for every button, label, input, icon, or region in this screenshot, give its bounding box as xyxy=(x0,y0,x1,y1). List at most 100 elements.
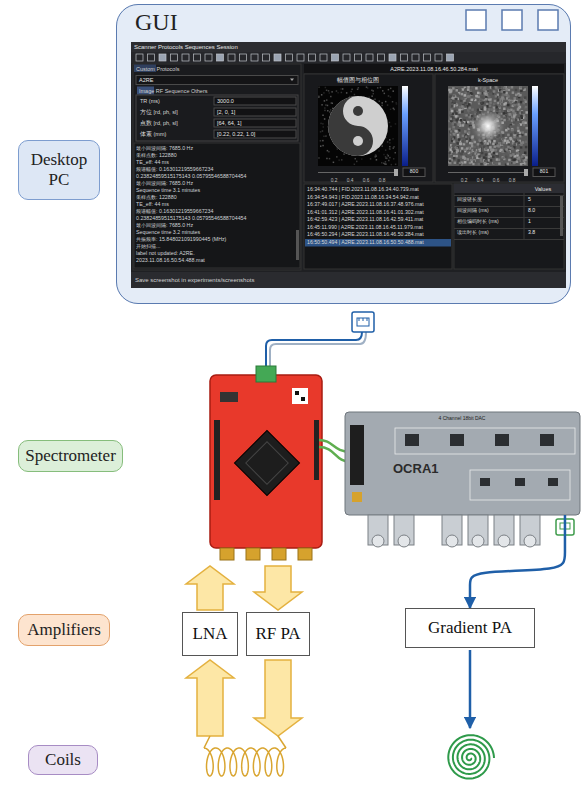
kspace-image xyxy=(448,86,555,177)
image-noise xyxy=(328,90,330,92)
ocra-board-drawing xyxy=(515,478,525,486)
image-noise xyxy=(510,138,513,141)
image-noise xyxy=(471,108,474,111)
image-noise xyxy=(389,139,391,141)
amplifier-box: LNA xyxy=(182,612,238,656)
image-noise xyxy=(354,164,356,166)
toolbar-icon xyxy=(263,54,270,61)
image-noise xyxy=(368,97,370,99)
kspace-image xyxy=(470,108,506,144)
image-noise xyxy=(513,104,516,107)
image-noise xyxy=(461,93,464,96)
image-noise xyxy=(500,142,503,145)
image-noise xyxy=(524,151,527,154)
parameter-table xyxy=(454,217,564,218)
screen-text: 8.0 xyxy=(528,208,535,214)
image-noise xyxy=(385,156,387,158)
phantom-image xyxy=(402,86,408,166)
image-noise xyxy=(520,163,523,166)
screen-text: TR (ms) xyxy=(140,98,160,104)
image-noise xyxy=(496,87,499,90)
image-noise xyxy=(453,152,456,155)
image-noise xyxy=(390,96,392,98)
toolbar-icon xyxy=(435,54,442,61)
screen-text: Sequence time 3.1 minutes xyxy=(136,188,200,194)
toolbar-icon xyxy=(424,54,431,61)
image-noise xyxy=(520,115,523,118)
image-noise xyxy=(467,158,470,161)
parameter-table xyxy=(454,239,564,240)
image-noise xyxy=(456,148,459,151)
image-noise xyxy=(449,148,452,151)
image-noise xyxy=(484,87,487,90)
image-noise xyxy=(510,101,513,104)
screen-text: [2, 0, 1] xyxy=(217,109,235,115)
screen-text: 频谱幅值: 0.16301219559667234 xyxy=(136,209,213,215)
image-noise xyxy=(505,88,508,91)
image-noise xyxy=(357,89,359,91)
image-noise xyxy=(492,162,495,165)
screen-text: 16:34:54.943 | FID.2023.11.08.16.34.54.9… xyxy=(307,195,419,201)
image-noise xyxy=(341,92,343,94)
gui-window-frame xyxy=(116,4,571,304)
toolbar-icon xyxy=(412,54,419,61)
image-noise xyxy=(333,162,335,164)
screen-text: [64, 64, 1] xyxy=(217,120,241,126)
image-noise xyxy=(481,152,484,155)
image-noise xyxy=(468,116,471,119)
toolbar-icon xyxy=(297,54,304,61)
image-noise xyxy=(517,103,520,106)
image-noise xyxy=(473,148,476,151)
image-noise xyxy=(516,154,519,157)
software-screenshot xyxy=(290,79,294,82)
image-noise xyxy=(318,96,320,98)
image-noise xyxy=(512,153,515,156)
image-noise xyxy=(450,90,453,93)
image-noise xyxy=(471,145,474,148)
ocra-board-drawing xyxy=(548,478,558,486)
redpitaya-board xyxy=(246,548,260,560)
image-noise xyxy=(469,142,472,145)
screen-text: k-Space xyxy=(478,77,498,83)
image-noise xyxy=(461,150,464,153)
image-noise xyxy=(478,150,481,153)
image-noise xyxy=(516,152,519,155)
image-noise xyxy=(489,104,492,107)
image-noise xyxy=(449,128,452,130)
image-noise xyxy=(338,159,340,161)
image-noise xyxy=(521,111,524,114)
image-noise xyxy=(461,147,464,150)
image-noise xyxy=(485,90,488,93)
ethernet-cable xyxy=(367,318,368,321)
rf-arrow xyxy=(254,660,302,736)
image-noise xyxy=(384,163,386,165)
layer-label: Spectrometer xyxy=(18,440,123,472)
image-noise xyxy=(464,161,467,164)
screen-text: 0.2 xyxy=(461,178,468,183)
parameter-table xyxy=(454,184,564,269)
image-noise xyxy=(522,122,525,125)
parameter-table xyxy=(560,196,563,236)
image-noise xyxy=(354,94,356,96)
screen-text: A2RE.2023.11.08.16.46.50.284.mat xyxy=(390,66,477,72)
image-noise xyxy=(508,86,511,89)
screen-text: 0.2 xyxy=(331,178,338,183)
image-noise xyxy=(506,118,509,121)
rf-coil xyxy=(204,736,286,776)
image-noise xyxy=(497,144,500,147)
image-noise xyxy=(449,96,452,99)
redpitaya-board xyxy=(234,430,299,495)
image-noise xyxy=(327,110,329,112)
image-noise xyxy=(351,89,353,91)
ethernet-cable xyxy=(266,332,362,370)
image-noise xyxy=(482,97,485,100)
image-noise xyxy=(453,157,456,160)
image-noise xyxy=(391,164,393,166)
image-noise xyxy=(323,126,325,128)
image-noise xyxy=(469,111,472,114)
image-noise xyxy=(515,89,518,92)
image-noise xyxy=(456,106,459,109)
image-noise xyxy=(455,155,458,158)
screen-text: 5 xyxy=(528,197,531,203)
toolbar-icon xyxy=(194,54,201,61)
